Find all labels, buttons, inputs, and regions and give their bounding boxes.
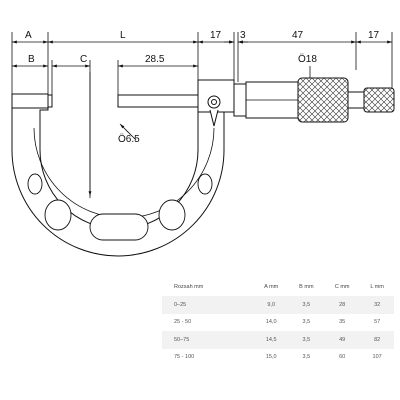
header-l: L mm bbox=[370, 284, 384, 290]
cell-range: 75 - 100 bbox=[162, 348, 254, 366]
header-rozsah: Rozsah mm bbox=[174, 284, 204, 290]
table-header-row: Rozsah mm A mm B mm C mm L mm bbox=[162, 278, 394, 296]
label-phi6-5: Ö6.5 bbox=[118, 133, 140, 145]
cell-c: 28 bbox=[324, 296, 361, 314]
cell-a: 15,0 bbox=[253, 348, 289, 366]
label-17-left: 17 bbox=[210, 30, 222, 41]
cell-l: 82 bbox=[360, 331, 394, 349]
label-l: L bbox=[120, 30, 126, 41]
table-row: 0–25 9,0 3,5 28 32 bbox=[162, 296, 394, 314]
cell-c: 35 bbox=[324, 313, 361, 331]
dimension-labels: A L 17 3 47 17 B C 28.5 Ö18 Ö6.5 bbox=[25, 30, 380, 145]
dimensions-table: Rozsah mm A mm B mm C mm L mm 0–25 9,0 3… bbox=[162, 278, 394, 366]
cell-c: 49 bbox=[324, 331, 361, 349]
label-c: C bbox=[80, 54, 87, 65]
header-b: B mm bbox=[299, 284, 314, 290]
table-row: 25 - 50 14,0 3,5 35 57 bbox=[162, 313, 394, 331]
cell-range: 0–25 bbox=[162, 296, 254, 314]
cell-a: 9,0 bbox=[253, 296, 289, 314]
cell-a: 14,0 bbox=[253, 313, 289, 331]
label-28-5: 28.5 bbox=[145, 54, 165, 65]
cell-c: 60 bbox=[324, 348, 361, 366]
dimensions-table-wrap: Rozsah mm A mm B mm C mm L mm 0–25 9,0 3… bbox=[162, 278, 394, 366]
sleeve-and-thimble bbox=[233, 77, 395, 123]
table-row: 50–75 14,5 3,5 49 82 bbox=[162, 331, 394, 349]
table-row: 75 - 100 15,0 3,5 60 107 bbox=[162, 348, 394, 366]
cell-range: 25 - 50 bbox=[162, 313, 254, 331]
cell-b: 3,5 bbox=[288, 331, 325, 349]
label-b: B bbox=[28, 54, 35, 65]
label-47: 47 bbox=[292, 30, 304, 41]
label-17-right: 17 bbox=[368, 30, 380, 41]
label-a: A bbox=[25, 30, 32, 41]
cell-a: 14,5 bbox=[253, 331, 289, 349]
header-a: A mm bbox=[264, 284, 279, 290]
cell-b: 3,5 bbox=[288, 348, 325, 366]
dimension-lines bbox=[12, 40, 392, 196]
cell-l: 107 bbox=[360, 348, 394, 366]
header-c: C mm bbox=[334, 284, 350, 290]
micrometer-drawing: A L 17 3 47 17 B C 28.5 Ö18 Ö6.5 bbox=[11, 30, 395, 257]
label-phi18: Ö18 bbox=[298, 53, 317, 65]
label-3: 3 bbox=[240, 30, 246, 41]
frame-holes bbox=[27, 173, 213, 241]
cell-b: 3,5 bbox=[288, 313, 325, 331]
cell-l: 57 bbox=[360, 313, 394, 331]
cell-l: 32 bbox=[360, 296, 394, 314]
cell-range: 50–75 bbox=[162, 331, 254, 349]
anvil-and-spindle bbox=[11, 79, 235, 127]
cell-b: 3,5 bbox=[288, 296, 325, 314]
